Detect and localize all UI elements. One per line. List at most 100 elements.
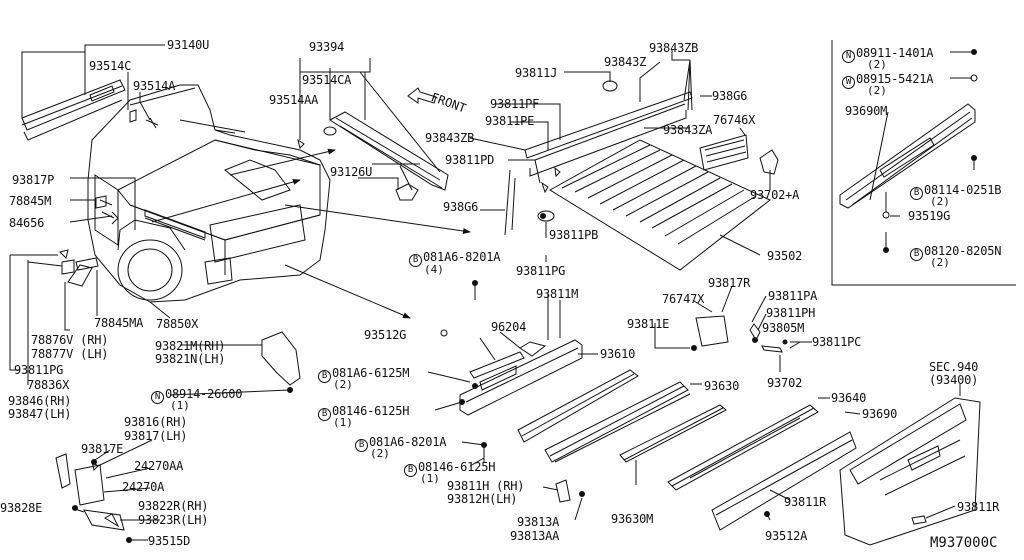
label-93811PG-left: 93811PG (14, 363, 64, 377)
bolt-b-mark: B (910, 248, 923, 261)
label-93813AA: 93813AA (510, 529, 560, 543)
label-93811E: 93811E (627, 317, 670, 331)
diagram-code: M937000C (930, 535, 998, 551)
label-93811PC: 93811PC (812, 335, 862, 349)
label-93821M: 93821M(RH) (155, 339, 226, 353)
label-93805M: 93805M (762, 321, 805, 335)
bolt-b-mark: B (910, 187, 923, 200)
frame-parts-drawing (55, 315, 981, 546)
label-93822: 93822R(RH) (138, 499, 209, 513)
label-76746X: 76746X (713, 113, 756, 127)
nut-n-mark: N (151, 391, 164, 404)
qty-08915-5421A: (2) (867, 84, 887, 97)
front-arrow (407, 87, 437, 104)
label-93512A: 93512A (765, 529, 808, 543)
qty-08120-8205N: (2) (930, 256, 950, 269)
label-93817P: 93817P (12, 173, 55, 187)
label-93811H: 93811H (RH) (447, 479, 525, 493)
label-93640: 93640 (831, 391, 867, 405)
label-93394: 93394 (309, 40, 345, 54)
qty-08914-26600: (1) (170, 399, 190, 412)
label-93690M: 93690M (845, 104, 888, 118)
bolt-b-mark: B (409, 254, 422, 267)
label-93821N: 93821N(LH) (155, 352, 226, 366)
label-78845MA: 78845MA (94, 316, 144, 330)
label-78876V: 78876V (RH) (31, 333, 109, 347)
washer-w-mark: W (842, 76, 855, 89)
qty-08146-6125H-a: (1) (333, 416, 353, 429)
bolt-b-mark: B (355, 439, 368, 452)
label-93843ZB-top: 93843ZB (649, 41, 699, 55)
label-93811PA: 93811PA (768, 289, 818, 303)
label-93843Z: 93843Z (604, 55, 647, 69)
label-93630M: 93630M (611, 512, 654, 526)
label-93817E: 93817E (81, 442, 124, 456)
label-93512G: 93512G (364, 328, 407, 342)
label-93514A: 93514A (133, 79, 176, 93)
bolt-b-mark: B (318, 370, 331, 383)
qty-081A6-8201A-bottom: (2) (370, 447, 390, 460)
bed-floor-drawing (504, 59, 779, 271)
label-93811PD: 93811PD (445, 153, 495, 167)
label-78850X: 78850X (156, 317, 199, 331)
label-93126U: 93126U (330, 165, 373, 179)
label-93843ZA: 93843ZA (663, 123, 713, 137)
label-96204: 96204 (491, 320, 527, 334)
label-24270AA: 24270AA (134, 459, 184, 473)
label-93630: 93630 (704, 379, 740, 393)
label-93811R-mid: 93811R (784, 495, 827, 509)
label-93811J: 93811J (515, 66, 558, 80)
qty-08146-6125H-b: (1) (420, 472, 440, 485)
label-SEC940: SEC.940 (929, 360, 979, 374)
label-78877V: 78877V (LH) (31, 347, 109, 361)
label-78836X: 78836X (27, 378, 70, 392)
label-84656: 84656 (9, 216, 45, 230)
label-938G6-right: 938G6 (712, 89, 748, 103)
bolt-b-mark: B (318, 408, 331, 421)
label-93823: 93823R(LH) (138, 513, 209, 527)
label-93514C: 93514C (89, 59, 132, 73)
label-93690-bottom: 93690 (862, 407, 898, 421)
label-93811R-right: 93811R (957, 500, 1000, 514)
truck-bed-drawing (21, 79, 471, 319)
label-SEC940-sub: (93400) (929, 373, 979, 387)
label-93828E: 93828E (0, 501, 43, 515)
label-93811PB: 93811PB (549, 228, 599, 242)
qty-081A6-8201A-top: (4) (424, 263, 444, 276)
label-93811PE: 93811PE (485, 114, 535, 128)
label-93843ZB-left: 93843ZB (425, 131, 475, 145)
label-93702: 93702 (767, 376, 803, 390)
label-24270A: 24270A (122, 480, 165, 494)
label-93502: 93502 (767, 249, 803, 263)
bolt-b-mark: B (404, 464, 417, 477)
qty-081A6-6125M: (2) (333, 378, 353, 391)
label-76747X: 76747X (662, 292, 705, 306)
label-93811PH: 93811PH (766, 306, 816, 320)
label-93514CA: 93514CA (302, 73, 352, 87)
label-93519G: 93519G (908, 209, 951, 223)
label-93813A: 93813A (517, 515, 560, 529)
label-93817: 93817(LH) (124, 429, 188, 443)
qty-08114-0251B: (2) (930, 195, 950, 208)
nut-n-mark: N (842, 50, 855, 63)
small-parts-left (59, 109, 419, 287)
qty-08911-1401A: (2) (867, 58, 887, 71)
label-93140U: 93140U (167, 38, 210, 52)
label-93846: 93846(RH) (8, 394, 72, 408)
label-93847: 93847(LH) (8, 407, 72, 421)
label-93610: 93610 (600, 347, 636, 361)
label-93811PG-center: 93811PG (516, 264, 566, 278)
leaders-floor (469, 50, 771, 262)
label-93816: 93816(RH) (124, 415, 188, 429)
